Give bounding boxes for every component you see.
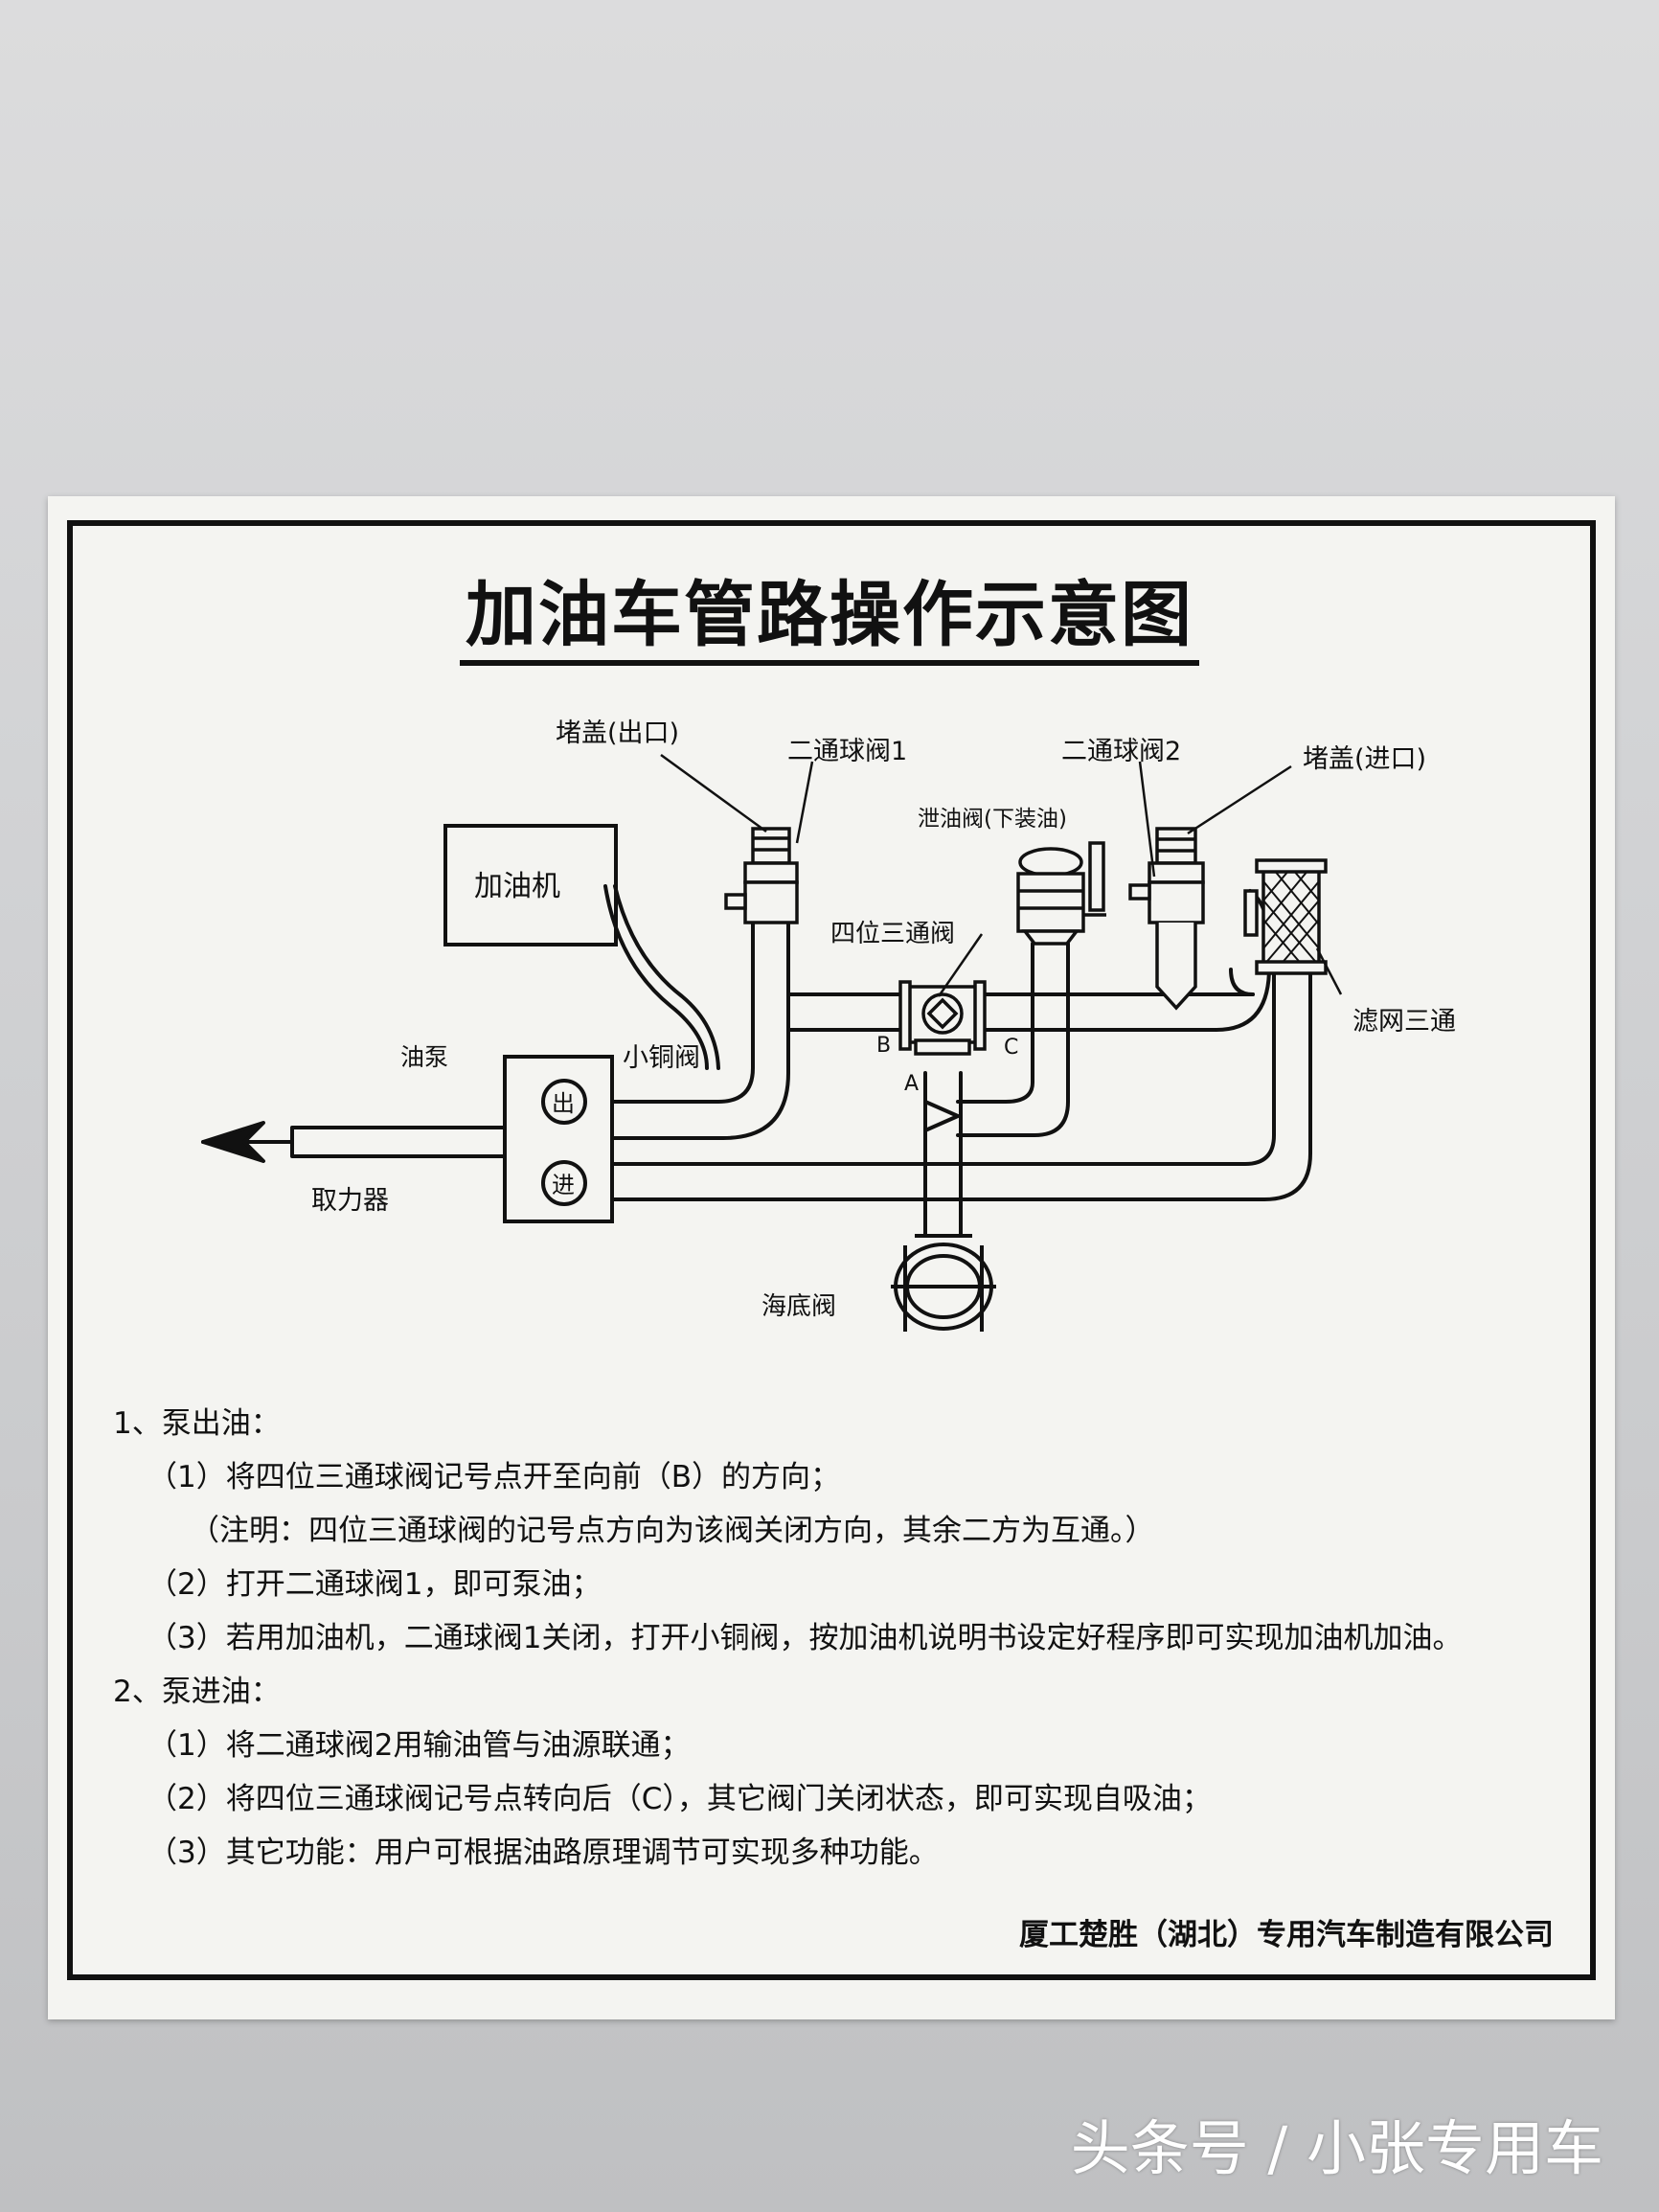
pipe-drain-valve [956, 942, 1070, 1137]
label-in: 进 [552, 1172, 575, 1198]
label-out: 出 [552, 1090, 575, 1117]
pto-shaft [201, 1121, 507, 1163]
label-bottom-valve: 海底阀 [761, 1292, 836, 1321]
leader-lines [660, 753, 1343, 997]
label-valve-1: 二通球阀1 [787, 737, 907, 766]
pump-box [503, 1055, 614, 1223]
section-1-step-3: （3）若用加油机，二通球阀1关闭，打开小铜阀，按加油机说明书设定好程序即可实现加… [148, 1621, 1463, 1655]
filter-tee [1243, 858, 1328, 975]
manufacturer-name: 厦工楚胜（湖北）专用汽车制造有限公司 [1019, 1918, 1554, 1952]
section-2-step-2: （2）将四位三通球阀记号点转向后（C），其它阀门关闭状态，即可实现自吸油； [148, 1782, 1212, 1816]
label-dispenser: 加油机 [474, 870, 560, 903]
label-four-way-valve: 四位三通阀 [830, 920, 955, 948]
ball-valve-2 [1128, 827, 1205, 1011]
dispenser-box [443, 824, 618, 946]
pipe-valve1-to-pump-out [611, 918, 790, 1140]
sign-title: 加油车管路操作示意图 [0, 558, 1659, 666]
bottom-valve [891, 1234, 996, 1332]
label-drain-valve: 泄油阀(下装油) [918, 807, 1067, 832]
sign-plate [48, 496, 1615, 2019]
label-valve-2: 二通球阀2 [1061, 737, 1181, 766]
label-pto: 取力器 [311, 1186, 389, 1216]
section-2-title: 2、泵进油： [113, 1675, 281, 1709]
label-pump: 油泵 [400, 1043, 448, 1071]
label-cap-outlet: 堵盖(出口) [556, 718, 679, 748]
label-filter-tee: 滤网三通 [1352, 1007, 1456, 1037]
watermark: 头条号 / 小张专用车 [1070, 2113, 1603, 2183]
label-copper-valve: 小铜阀 [623, 1043, 700, 1073]
label-cap-inlet: 堵盖(进口) [1303, 744, 1426, 774]
section-1-note: （注明：四位三通球阀的记号点方向为该阀关闭方向，其余二方为互通。） [190, 1514, 1155, 1548]
drain-valve [1016, 841, 1106, 946]
label-port-c: C [1004, 1036, 1018, 1060]
sign-border [67, 520, 1596, 1980]
label-port-a: A [904, 1072, 919, 1096]
pipe-pump-in-to-filter [611, 964, 1312, 1201]
section-2-step-1: （1）将二通球阀2用输油管与油源联通； [148, 1728, 691, 1763]
section-2-step-3: （3）其它功能：用户可根据油路原理调节可实现多种功能。 [148, 1836, 939, 1870]
hose-dispenser [603, 884, 720, 1070]
pipe-a-to-bottom-valve [923, 1071, 963, 1238]
four-way-three-way-valve [898, 980, 987, 1056]
section-1-step-2: （2）打开二通球阀1，即可泵油； [148, 1567, 602, 1602]
section-1-step-1: （1）将四位三通球阀记号点开至向前（B）的方向； [148, 1460, 840, 1494]
section-1-title: 1、泵出油： [113, 1406, 281, 1441]
label-port-b: B [876, 1034, 891, 1058]
ball-valve-1 [724, 827, 799, 924]
